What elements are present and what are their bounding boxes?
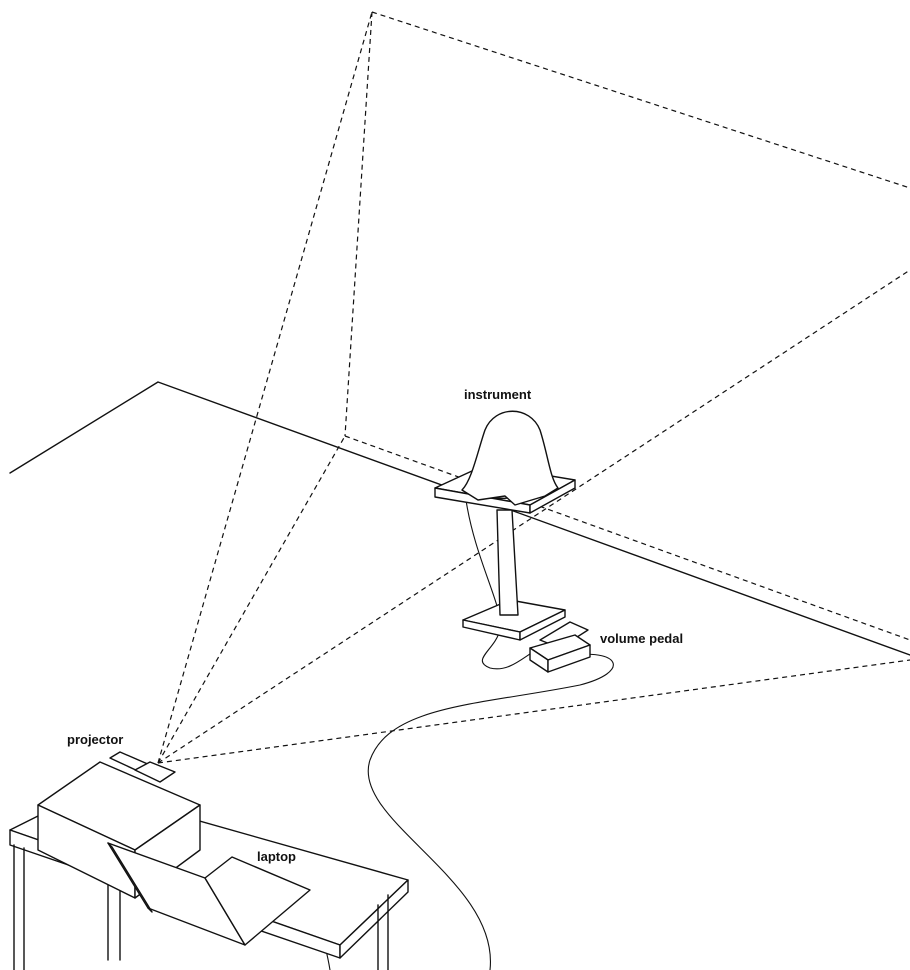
floor-outline [10, 382, 910, 655]
volume-pedal-label: volume pedal [600, 631, 683, 646]
projector-label: projector [67, 732, 123, 747]
instrument-label: instrument [464, 387, 532, 402]
laptop-label: laptop [257, 849, 296, 864]
instrument-body [462, 411, 558, 505]
